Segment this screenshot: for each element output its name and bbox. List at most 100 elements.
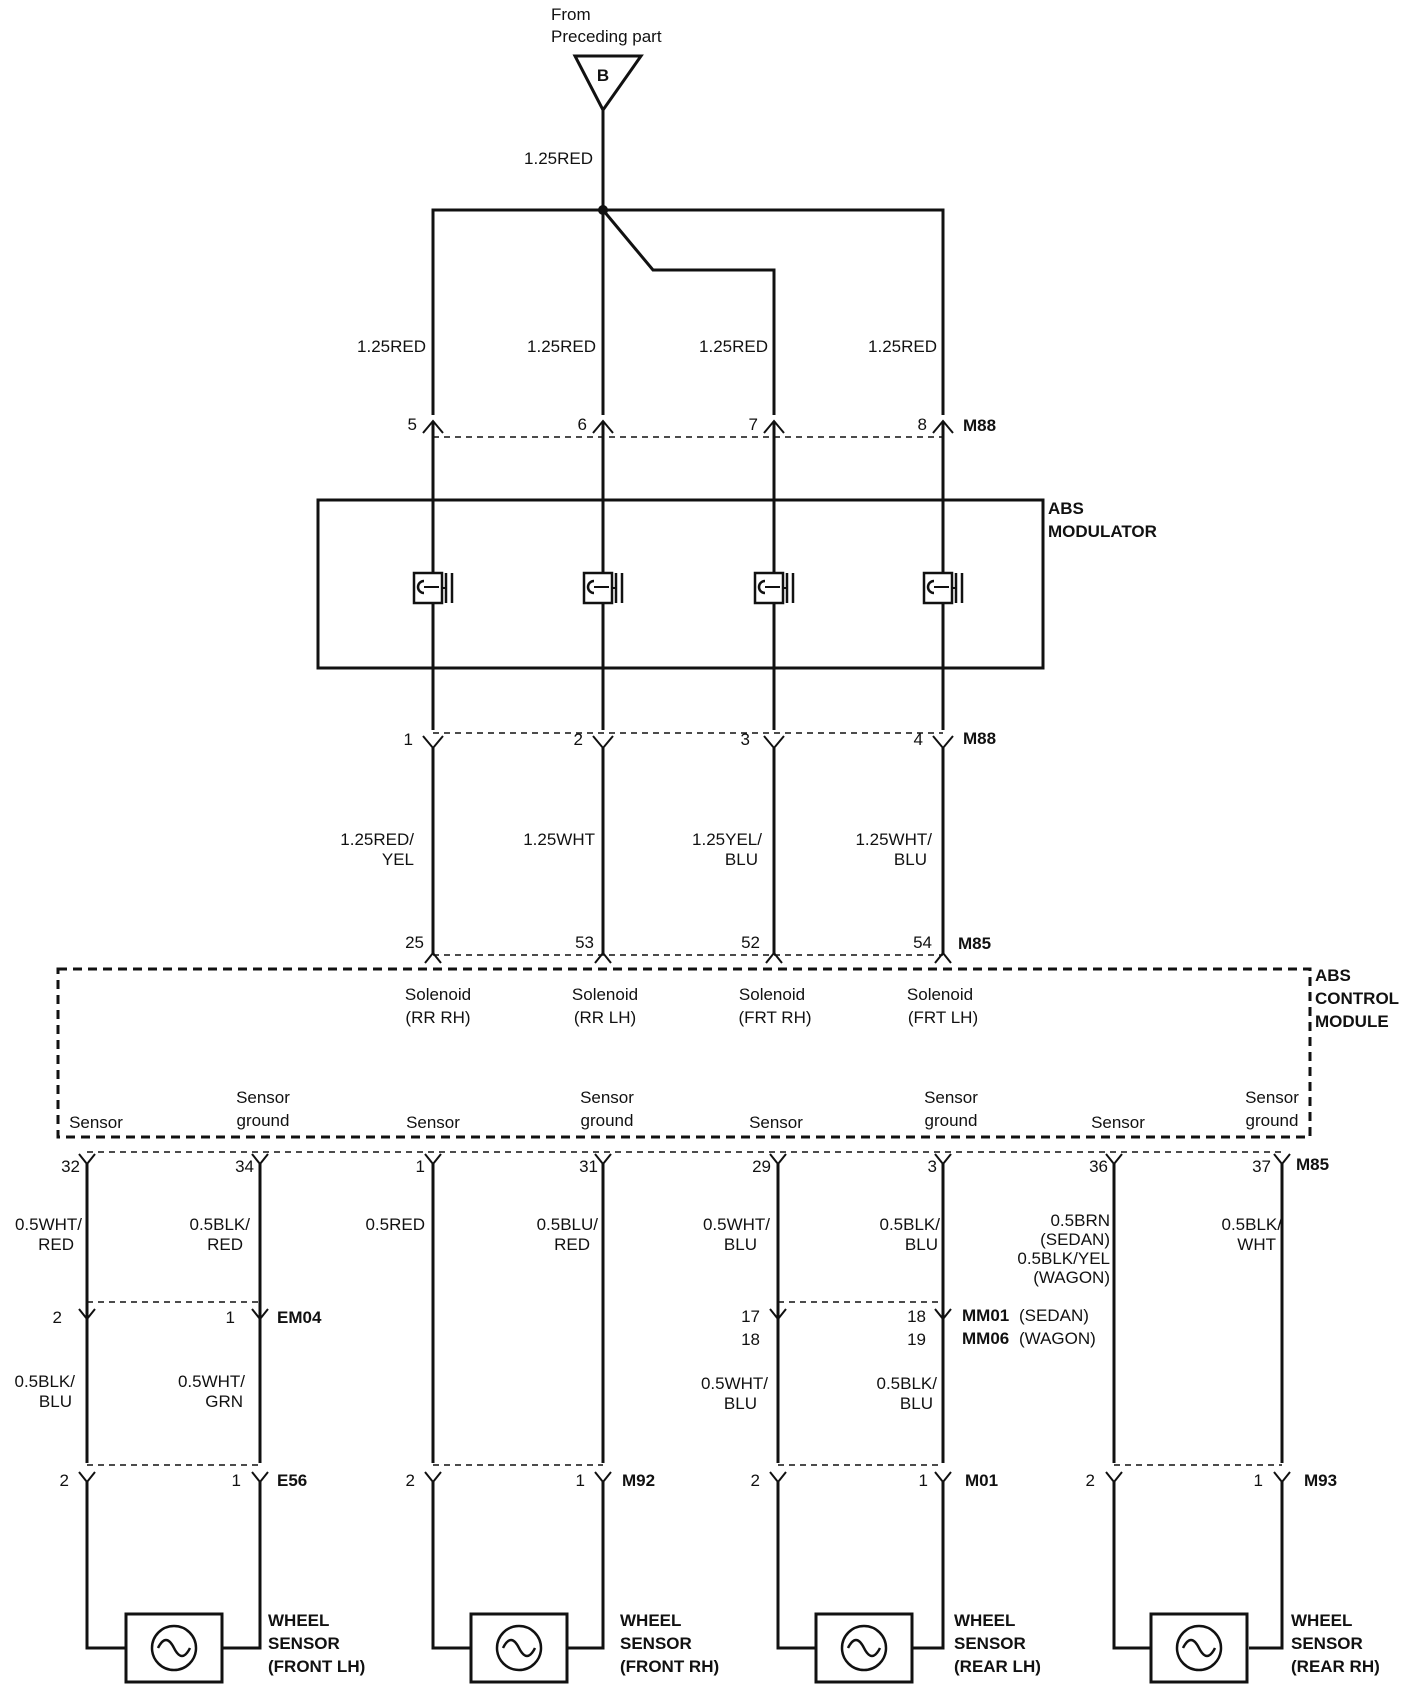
sensor-wire	[776, 1482, 818, 1650]
wire-color-label: 1.25WHT/	[855, 830, 932, 849]
connector-m88-top: 5 6 7 8 M88	[408, 415, 996, 438]
pin-number: 25	[405, 933, 424, 952]
pin-number: 2	[1086, 1471, 1095, 1490]
pin-number: 2	[53, 1308, 62, 1327]
pin-mark	[78, 1153, 96, 1166]
connector-m93: 2 1 M93	[1086, 1464, 1337, 1490]
top-wire-label: 1.25RED	[524, 149, 593, 168]
pin-mark	[769, 1471, 787, 1484]
supply-wire-label-1: 1.25RED	[357, 337, 426, 356]
wire-color-label: BLU	[905, 1235, 938, 1254]
wire-color-label: GRN	[205, 1392, 243, 1411]
pin-number: 4	[914, 730, 923, 749]
connector-em04: 2 1 EM04	[53, 1301, 322, 1327]
connector-m92: 2 1 M92	[406, 1464, 655, 1490]
pin-number: 52	[741, 933, 760, 952]
pin-number: 18	[907, 1307, 926, 1326]
wire-color-label: RED	[554, 1235, 590, 1254]
connector-name: M85	[1296, 1155, 1329, 1174]
connector-name: M88	[963, 416, 996, 435]
connector-variant: (WAGON)	[1019, 1329, 1096, 1348]
pin-mark	[251, 1471, 269, 1484]
pin-number: 54	[913, 933, 932, 952]
solenoid-valve-icon	[753, 571, 795, 605]
pin-mark	[932, 735, 954, 750]
sensor-terminal-label: Sensor	[1245, 1088, 1299, 1107]
pin-number: 3	[928, 1157, 937, 1176]
pin-number: 2	[574, 730, 583, 749]
abs-modulator-title-2: MODULATOR	[1048, 522, 1157, 541]
wire-color-label: 1.25YEL/	[692, 830, 762, 849]
wire-color-label: RED	[38, 1235, 74, 1254]
sensor-wire	[1112, 1482, 1153, 1650]
sine-wave-icon	[1181, 1638, 1217, 1658]
splice-bus	[431, 208, 945, 415]
wire-color-label: BLU	[39, 1392, 72, 1411]
pin-number: 1	[576, 1471, 585, 1490]
sensor-terminal-label: Sensor	[69, 1113, 123, 1132]
wire-color-label: BLU	[900, 1394, 933, 1413]
pin-mark	[934, 1471, 952, 1484]
wheel-sensor-label: SENSOR	[1291, 1634, 1363, 1653]
pin-mark	[1273, 1153, 1291, 1166]
connector-e56: 2 1 E56	[60, 1464, 307, 1490]
solenoid-valve-icon	[582, 571, 624, 605]
preceding-part-label: Preceding part	[551, 27, 662, 46]
pin-number: 31	[579, 1157, 598, 1176]
wire-color-label: BLU	[894, 850, 927, 869]
pin-number: 2	[406, 1471, 415, 1490]
sensor-terminal-label: Sensor	[924, 1088, 978, 1107]
splice-branch-frt-rh	[601, 209, 776, 415]
abs-control-module-title-2: CONTROL	[1315, 989, 1399, 1008]
sensor-terminal-label: ground	[925, 1111, 978, 1130]
wire-color-label: 0.5WHT/	[15, 1215, 82, 1234]
from-label: From	[551, 5, 591, 24]
wire-color-label: YEL	[382, 850, 414, 869]
pin-number: 29	[752, 1157, 771, 1176]
pin-number: 2	[60, 1471, 69, 1490]
wheel-sensor-label: WHEEL	[620, 1611, 681, 1630]
wire-color-label: WHT	[1237, 1235, 1276, 1254]
pin-number: 17	[741, 1307, 760, 1326]
pin-mark	[78, 1471, 96, 1484]
sensor-wire	[910, 1482, 945, 1650]
connector-variant: (SEDAN)	[1019, 1306, 1089, 1325]
wire-color-label: RED	[207, 1235, 243, 1254]
pin-number: 53	[575, 933, 594, 952]
sensor-terminal-label: Sensor	[406, 1113, 460, 1132]
sensor-terminal-label: ground	[581, 1111, 634, 1130]
connector-m85-bottom: 32 34 1 31 29 3 36 37 M85	[61, 1151, 1329, 1176]
pin-mark	[422, 735, 444, 750]
wire-color-label: (SEDAN)	[1040, 1230, 1110, 1249]
solenoid-label: (RR LH)	[574, 1008, 636, 1027]
wheel-sensor-label: SENSOR	[954, 1634, 1026, 1653]
solenoid-label: (FRT RH)	[738, 1008, 811, 1027]
ac-sine-icon	[1175, 1624, 1223, 1672]
abs-modulator-title-1: ABS	[1048, 499, 1084, 518]
connector-m01: 2 1 M01	[751, 1464, 998, 1490]
pin-mark	[424, 1153, 442, 1166]
pin-number: 1	[416, 1157, 425, 1176]
pin-number: 36	[1089, 1157, 1108, 1176]
wheel-sensor-label: (FRONT RH)	[620, 1657, 719, 1676]
pin-mark	[251, 1308, 269, 1321]
wire-color-label: 0.5BRN	[1050, 1211, 1110, 1230]
sensor-terminal-label: ground	[1246, 1111, 1299, 1130]
wire-color-label: 0.5BLU/	[537, 1215, 599, 1234]
abs-modulator-box	[316, 498, 1045, 670]
pin-mark	[424, 1471, 442, 1484]
pin-number: 6	[578, 415, 587, 434]
sine-wave-icon	[501, 1638, 537, 1658]
wire-color-label: BLU	[724, 1394, 757, 1413]
solenoid-label: Solenoid	[907, 985, 973, 1004]
wire-color-label: 1.25RED/	[340, 830, 414, 849]
connector-name: M85	[958, 934, 991, 953]
wheel-sensor-label: WHEEL	[268, 1611, 329, 1630]
abs-control-module-title-1: ABS	[1315, 966, 1351, 985]
pin-number: 32	[61, 1157, 80, 1176]
pin-number: 19	[907, 1330, 926, 1349]
pin-number: 18	[741, 1330, 760, 1349]
connector-name: M88	[963, 729, 996, 748]
wheel-sensor-front-rh: WHEEL SENSOR (FRONT RH)	[469, 1611, 719, 1684]
